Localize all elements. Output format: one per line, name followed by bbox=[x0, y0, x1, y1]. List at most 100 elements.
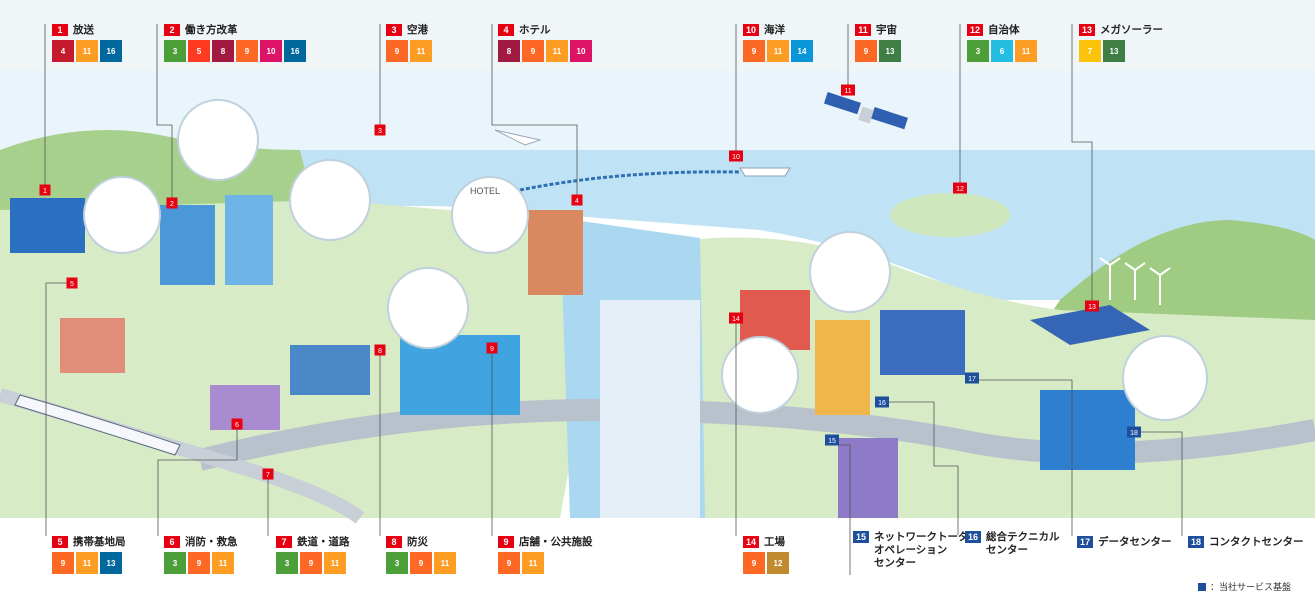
sdg-goal-9-icon: 9 bbox=[188, 552, 210, 574]
sea-bridge bbox=[519, 170, 741, 192]
label-10-name: 海洋 bbox=[764, 24, 785, 36]
map-marker-1 bbox=[39, 184, 51, 196]
map-marker-label-1: 1 bbox=[43, 188, 47, 195]
label-6-number: 6 bbox=[164, 536, 180, 548]
callout-work bbox=[177, 99, 259, 181]
map-marker-label-18: 18 bbox=[1130, 430, 1138, 437]
building-office-1 bbox=[160, 205, 215, 285]
callout-disaster bbox=[387, 267, 469, 349]
callout-airport bbox=[289, 159, 371, 241]
sdg-goal-9-icon: 9 bbox=[743, 40, 765, 62]
label-2-name: 働き方改革 bbox=[185, 24, 238, 36]
building-store bbox=[400, 335, 520, 415]
sdg-goal-10-icon: 10 bbox=[260, 40, 282, 62]
map-marker-label-7: 7 bbox=[266, 472, 270, 479]
label-15-name: ネットワークトータル オペレーション センター bbox=[874, 531, 979, 569]
building-broadcast bbox=[10, 198, 85, 253]
map-marker-label-11: 11 bbox=[844, 88, 851, 95]
label-12-number: 12 bbox=[967, 24, 983, 36]
legend-text: ：当社サービス基盤 bbox=[1210, 583, 1292, 593]
sdg-goal-11-icon: 11 bbox=[76, 552, 98, 574]
label-7-name: 鉄道・道路 bbox=[297, 536, 350, 548]
island bbox=[890, 193, 1010, 237]
label-14-name: 工場 bbox=[764, 536, 785, 548]
hotel-sign: HOTEL bbox=[470, 186, 500, 196]
map-marker-label-14: 14 bbox=[732, 316, 740, 323]
solar-farm bbox=[1030, 305, 1150, 345]
sdg-goal-9-icon: 9 bbox=[410, 552, 432, 574]
map-marker-8 bbox=[374, 344, 386, 356]
map-marker-4 bbox=[571, 194, 583, 206]
map-marker-label-15: 15 bbox=[828, 438, 836, 445]
label-5-name: 携帯基地局 bbox=[73, 536, 126, 548]
sdg-goal-9-icon: 9 bbox=[855, 40, 877, 62]
sdg-goal-3-icon: 3 bbox=[967, 40, 989, 62]
label-4-name: ホテル bbox=[519, 24, 551, 36]
label-13-name: メガソーラー bbox=[1100, 24, 1163, 36]
label-14: 14 工場 bbox=[743, 536, 785, 549]
building-tower-center bbox=[600, 300, 700, 518]
map-marker-9 bbox=[486, 342, 498, 354]
hills-right bbox=[1040, 220, 1315, 330]
label-6-name: 消防・救急 bbox=[185, 536, 238, 548]
sdg-goal-6-icon: 6 bbox=[991, 40, 1013, 62]
map-marker-label-17: 17 bbox=[968, 376, 976, 383]
map-marker-17 bbox=[965, 372, 979, 384]
sdg-goal-12-icon: 12 bbox=[767, 552, 789, 574]
sdg-goal-11-icon: 11 bbox=[212, 552, 234, 574]
sdg-goal-9-icon: 9 bbox=[236, 40, 258, 62]
map-marker-3 bbox=[374, 124, 386, 136]
legend: ：当社サービス基盤 bbox=[1198, 580, 1291, 593]
sdg-goal-8-icon: 8 bbox=[498, 40, 520, 62]
sdg-goal-3-icon: 3 bbox=[276, 552, 298, 574]
building-base-station bbox=[60, 318, 125, 373]
sdg-goal-11-icon: 11 bbox=[410, 40, 432, 62]
label-13-number: 13 bbox=[1079, 24, 1095, 36]
building-disaster bbox=[290, 345, 370, 395]
callout-broadcast bbox=[83, 176, 161, 254]
sdg-goal-11-icon: 11 bbox=[1015, 40, 1037, 62]
sdg-goal-11-icon: 11 bbox=[324, 552, 346, 574]
sdg-goal-3-icon: 3 bbox=[164, 40, 186, 62]
satellite bbox=[823, 92, 908, 130]
sdg-goal-13-icon: 13 bbox=[879, 40, 901, 62]
building-office-2 bbox=[225, 195, 273, 285]
label-1-name: 放送 bbox=[73, 24, 94, 36]
map-marker-12 bbox=[953, 182, 967, 194]
bullet-train bbox=[14, 394, 181, 456]
building-datacenter bbox=[1040, 390, 1135, 470]
sdg-goal-9-icon: 9 bbox=[386, 40, 408, 62]
leader-lines bbox=[44, 24, 1183, 575]
label-18-number: 18 bbox=[1188, 536, 1204, 548]
label-3-name: 空港 bbox=[407, 24, 428, 36]
label-7-number: 7 bbox=[276, 536, 292, 548]
wind-turbines bbox=[1099, 257, 1171, 305]
sdg-goal-13-icon: 13 bbox=[100, 552, 122, 574]
label-10-number: 10 bbox=[743, 24, 759, 36]
callout-factory bbox=[721, 336, 799, 414]
building-tech-1 bbox=[815, 320, 870, 415]
map-marker-15 bbox=[825, 434, 839, 446]
map-marker-label-5: 5 bbox=[70, 281, 74, 288]
map-marker-13 bbox=[1085, 300, 1099, 312]
map-marker-label-8: 8 bbox=[378, 348, 382, 355]
label-8-number: 8 bbox=[386, 536, 402, 548]
label-14-number: 14 bbox=[743, 536, 759, 548]
